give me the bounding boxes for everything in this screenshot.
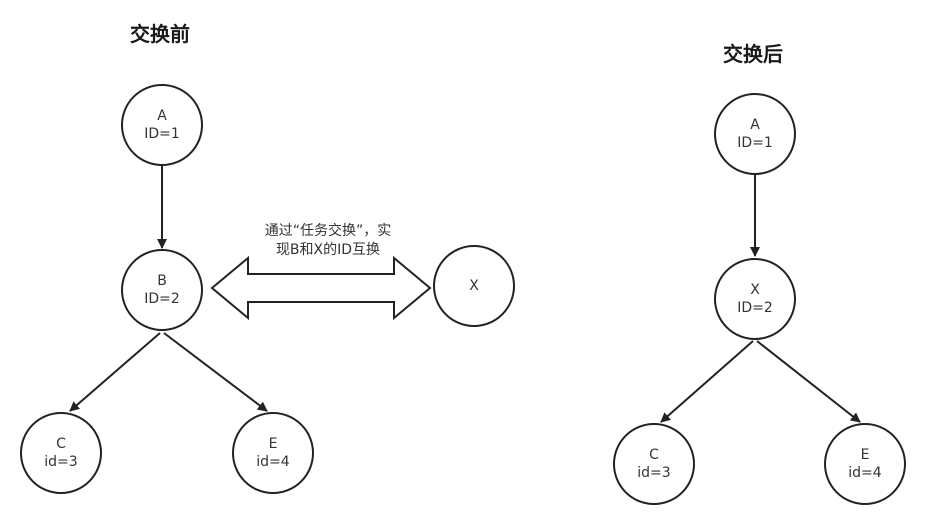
node-x-after-label: X ID=2 [715,281,795,317]
node-a-before-label: A ID=1 [122,107,202,143]
node-a-after-label: A ID=1 [715,116,795,152]
node-c-after-name: C [649,447,659,463]
node-b-before-id: ID=2 [144,291,180,307]
edge-x-c-after [660,340,754,423]
node-c-after-id: id=3 [637,465,671,481]
node-x-after-name: X [750,282,760,298]
node-a-after-id: ID=1 [737,135,773,151]
node-e-after [824,423,906,505]
node-b-before-label: B ID=2 [122,272,202,308]
node-c-before-name: C [56,436,66,452]
node-c-before [20,412,102,494]
node-x-standalone-label: X [469,278,479,294]
node-c-before-id: id=3 [44,454,78,470]
node-e-after-label: E id=4 [825,446,905,482]
edge-x-e-after [756,340,861,423]
title-after: 交换后 [723,42,783,66]
node-e-before-id: id=4 [256,454,290,470]
node-x-after [714,258,796,340]
node-c-after-label: C id=3 [614,446,694,482]
node-c-after [613,423,695,505]
node-a-before-id: ID=1 [144,126,180,142]
edge-b-c [69,332,161,412]
node-a-after-name: A [750,117,760,133]
title-before: 交换前 [130,22,190,46]
node-a-before [121,84,203,166]
swap-note-line1: 通过“任务交换”，实 [264,223,392,239]
node-e-after-name: E [860,447,870,463]
node-c-before-label: C id=3 [21,435,101,471]
node-x-standalone [433,245,515,327]
swap-double-arrow [210,255,432,321]
swap-note-line2: 现B和X的ID互换 [275,242,381,258]
node-a-before-name: A [157,108,167,124]
node-b-before-name: B [157,273,167,289]
swap-note: 通过“任务交换”，实 现B和X的ID互换 [228,222,428,260]
node-e-after-id: id=4 [848,465,882,481]
node-e-before-name: E [268,436,278,452]
edge-b-e [163,332,268,412]
node-a-after [714,93,796,175]
node-b-before [121,249,203,331]
node-e-before-label: E id=4 [233,435,313,471]
node-e-before [232,412,314,494]
node-x-after-id: ID=2 [737,300,773,316]
